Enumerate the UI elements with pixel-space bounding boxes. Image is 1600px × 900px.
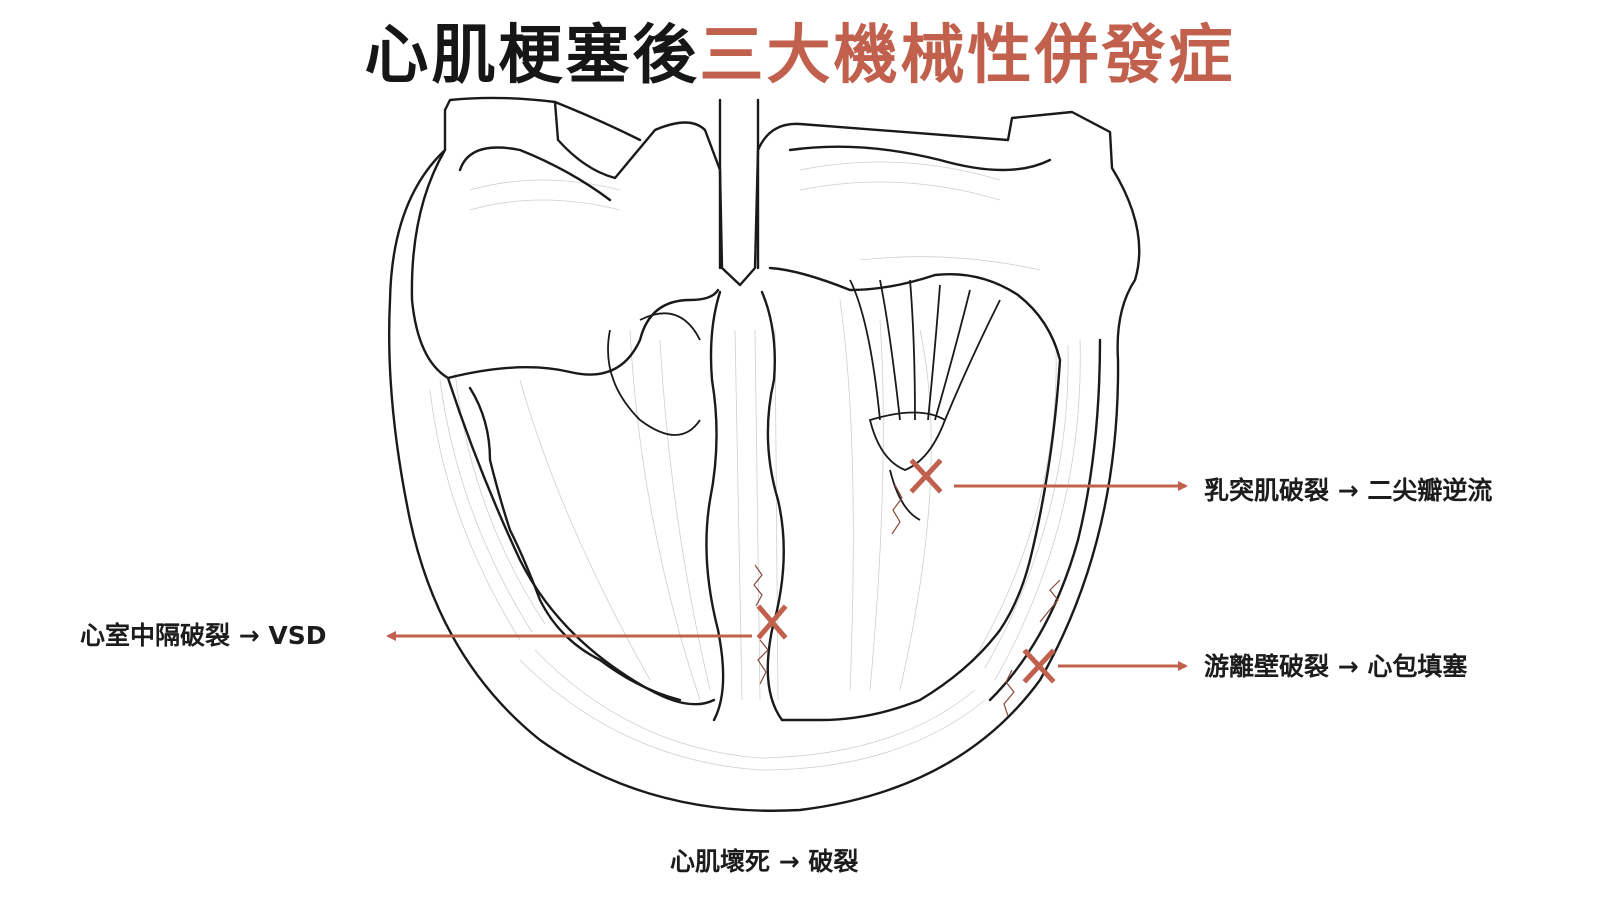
label-papillary-rupture: 乳突肌破裂 → 二尖瓣逆流 — [1204, 476, 1493, 505]
title-part-red: 三大機械性併發症 — [699, 19, 1236, 93]
rupture-marker-papillary — [909, 458, 943, 494]
heart-outline — [388, 96, 1141, 812]
myocardium-texture — [429, 161, 1081, 771]
rupture-marker-septum — [756, 604, 788, 640]
label-septal-rupture: 心室中隔破裂 → VSD — [80, 621, 327, 650]
label-free-wall-rupture: 游離壁破裂 → 心包填塞 — [1204, 652, 1468, 681]
label-necrosis: 心肌壞死 → 破裂 — [670, 847, 859, 876]
page-title: 心肌梗塞後三大機械性併發症 — [0, 14, 1600, 98]
title-part-black: 心肌梗塞後 — [364, 19, 700, 93]
rupture-marker-freewall — [1022, 648, 1056, 684]
rupture-cracks — [753, 484, 1061, 717]
valve-structures — [607, 279, 1001, 521]
